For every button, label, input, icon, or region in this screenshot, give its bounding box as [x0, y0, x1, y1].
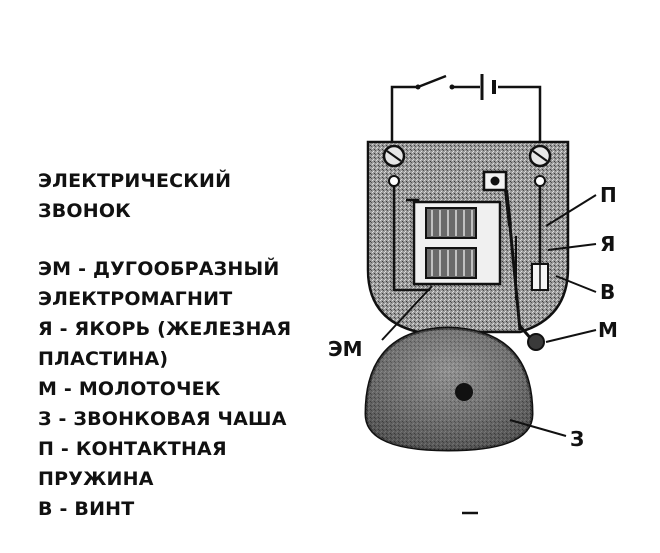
title-line-2: ЗВОНОК [38, 200, 131, 222]
legend-line-em: ЭМ - ДУГООБРАЗНЫЙ [38, 258, 280, 280]
battery-icon [480, 74, 496, 100]
armature-assembly [482, 170, 522, 331]
bell-bowl [364, 326, 534, 452]
legend-line-ya: Я - ЯКОРЬ (ЖЕЛЕЗНАЯ [38, 318, 292, 340]
label-em: ЭМ [328, 337, 363, 361]
title-line-1: ЭЛЕКТРИЧЕСКИЙ [38, 170, 232, 192]
switch-icon [415, 84, 455, 90]
legend: ЭЛЕКТРИЧЕСКИЙ ЗВОНОК ЭМ - ДУГООБРАЗНЫЙ Э… [38, 166, 338, 524]
leader-lines [381, 194, 597, 437]
electromagnet [412, 200, 502, 286]
screw-icon [531, 263, 549, 291]
right-terminal-icon [528, 144, 552, 187]
circuit-wires [390, 74, 542, 148]
hammer-icon [518, 325, 545, 351]
label-z: З [570, 427, 584, 451]
left-terminal-icon [382, 144, 406, 187]
legend-line-p: П - КОНТАКТНАЯ [38, 438, 227, 460]
legend-line-m: М - МОЛОТОЧЕК [38, 378, 221, 400]
legend-line-ya-cont: ПЛАСТИНА) [38, 348, 169, 370]
legend-line-v: В - ВИНТ [38, 498, 135, 520]
label-ya: Я [600, 232, 615, 256]
legend-line-z: З - ЗВОНКОВАЯ ЧАША [38, 408, 287, 430]
label-p: П [600, 183, 617, 207]
legend-line-em-cont: ЭЛЕКТРОМАГНИТ [38, 288, 233, 310]
label-v: В [600, 280, 615, 304]
legend-line-p-cont: ПРУЖИНА [38, 468, 154, 490]
label-m: М [598, 318, 618, 342]
